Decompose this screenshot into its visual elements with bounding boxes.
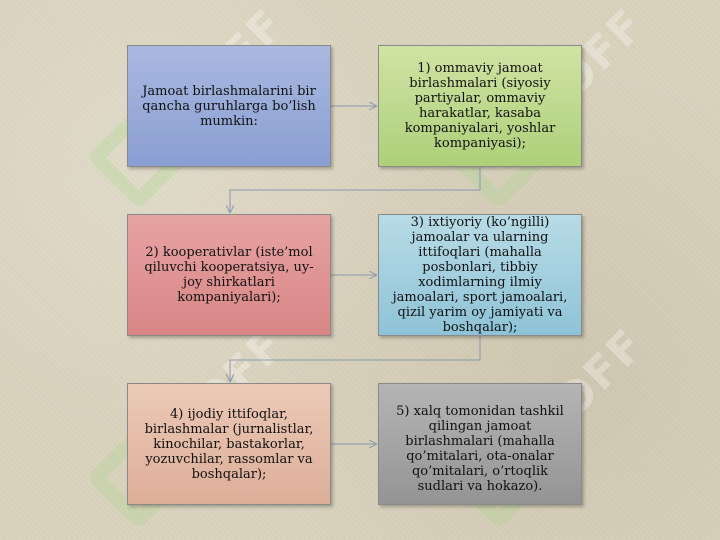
- item4-box: 4) ijodiy ittifoqlar, birlashmalar (jurn…: [127, 383, 331, 505]
- item5-text: 5) xalq tomonidan tashkil qilingan jamoa…: [396, 404, 564, 494]
- item5-box: 5) xalq tomonidan tashkil qilingan jamoa…: [378, 383, 582, 505]
- item3-box: 3) ixtiyoriy (ko’ngilli) jamoalar va ula…: [378, 214, 582, 336]
- item4-text: 4) ijodiy ittifoqlar, birlashmalar (jurn…: [144, 406, 314, 482]
- intro-text: Jamoat birlashmalarini bir qancha guruhl…: [142, 83, 316, 129]
- item1-box: 1) ommaviy jamoat birlashmalari (siyosiy…: [378, 45, 582, 167]
- item3-text: 3) ixtiyoriy (ko’ngilli) jamoalar va ula…: [392, 215, 568, 335]
- arrow-item1-to-item2: [230, 167, 481, 212]
- item1-text: 1) ommaviy jamoat birlashmalari (siyosiy…: [404, 61, 556, 151]
- intro-box: Jamoat birlashmalarini bir qancha guruhl…: [127, 45, 331, 167]
- item2-text: 2) kooperativlar (iste’mol qiluvchi koop…: [144, 245, 314, 305]
- item2-box: 2) kooperativlar (iste’mol qiluvchi koop…: [127, 214, 331, 336]
- arrow-item3-to-item4: [230, 336, 481, 381]
